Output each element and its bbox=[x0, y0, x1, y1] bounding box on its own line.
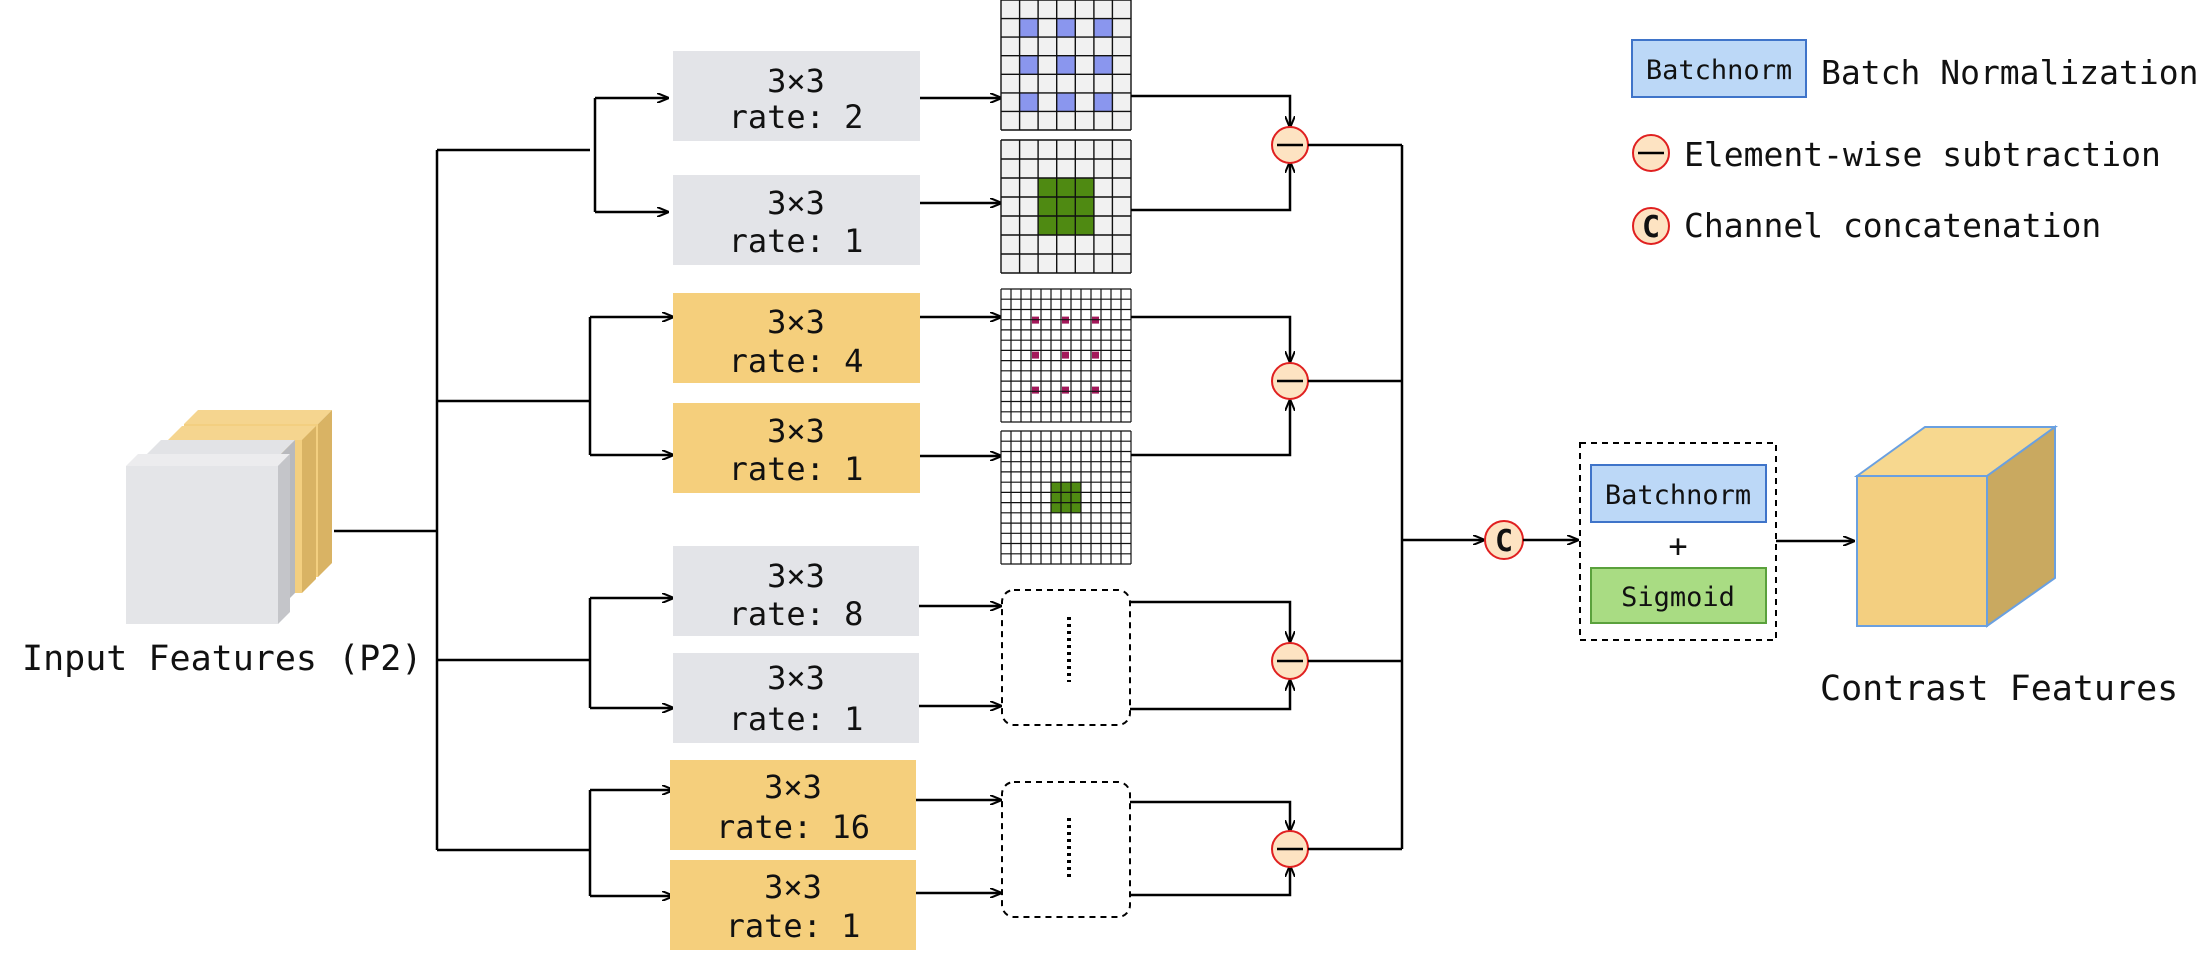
conv-box-rate-1d: 3×3 rate: 1 bbox=[670, 860, 916, 950]
sigmoid-box: Sigmoid bbox=[1590, 567, 1767, 624]
svg-text:Batchnorm: Batchnorm bbox=[1605, 480, 1751, 511]
subtraction-connectors bbox=[1130, 94, 1290, 897]
batchnorm-box: Batchnorm bbox=[1590, 464, 1767, 523]
plus-sign: + bbox=[1668, 527, 1687, 565]
svg-text:rate: 8: rate: 8 bbox=[729, 595, 864, 633]
svg-text:Batchnorm: Batchnorm bbox=[1646, 55, 1792, 86]
input-features-label: Input Features (P2) bbox=[22, 639, 422, 679]
merge-connectors bbox=[1308, 143, 1484, 851]
svg-text:3×3: 3×3 bbox=[764, 768, 822, 806]
svg-text:rate: 16: rate: 16 bbox=[716, 808, 870, 846]
conv-box-rate-2: 3×3 rate: 2 bbox=[673, 51, 920, 141]
svg-text:3×3: 3×3 bbox=[767, 659, 825, 697]
dilation-grid-rate-1b bbox=[1000, 430, 1132, 565]
conv-output-arrows bbox=[916, 98, 1001, 893]
svg-text:3×3: 3×3 bbox=[767, 62, 825, 100]
conv-box-rate-1a: 3×3 rate: 1 bbox=[673, 175, 920, 265]
svg-text:3×3: 3×3 bbox=[767, 184, 825, 222]
svg-text:rate: 4: rate: 4 bbox=[729, 342, 864, 380]
svg-text:C: C bbox=[1495, 524, 1513, 559]
legend-concatenation: C Channel concatenation bbox=[1632, 206, 2101, 245]
svg-text:rate: 2: rate: 2 bbox=[729, 98, 864, 136]
legend: Batchnorm Batch Normalization Element-wi… bbox=[1631, 39, 2199, 245]
subtraction-operator-3 bbox=[1271, 642, 1309, 680]
dilation-grid-rate-4 bbox=[1000, 288, 1132, 423]
concat-operator: C bbox=[1484, 520, 1524, 560]
subtraction-operator-4 bbox=[1271, 830, 1309, 868]
svg-text:3×3: 3×3 bbox=[767, 412, 825, 450]
split-arrows bbox=[590, 98, 673, 896]
bn-sigmoid-block: Batchnorm + Sigmoid bbox=[1579, 442, 1777, 641]
svg-text:Sigmoid: Sigmoid bbox=[1621, 582, 1735, 613]
legend-batchnorm: Batchnorm Batch Normalization bbox=[1631, 39, 2199, 98]
svg-text:3×3: 3×3 bbox=[767, 557, 825, 595]
dilation-grid-rate-2 bbox=[1000, 0, 1132, 131]
conv-box-rate-1b: 3×3 rate: 1 bbox=[673, 403, 920, 493]
conv-box-rate-1c: 3×3 rate: 1 bbox=[673, 653, 919, 743]
svg-text:3×3: 3×3 bbox=[767, 303, 825, 341]
svg-text:rate: 1: rate: 1 bbox=[729, 222, 864, 260]
svg-text:rate: 1: rate: 1 bbox=[726, 907, 861, 945]
svg-text:rate: 1: rate: 1 bbox=[729, 450, 864, 488]
svg-text:3×3: 3×3 bbox=[764, 868, 822, 906]
svg-text:Batch Normalization: Batch Normalization bbox=[1821, 53, 2199, 92]
input-connectors bbox=[334, 98, 597, 896]
placeholder-box-rate-8 bbox=[1001, 589, 1131, 726]
svg-text:Element-wise subtraction: Element-wise subtraction bbox=[1684, 135, 2161, 174]
output-feature-cube bbox=[1853, 425, 2059, 628]
conv-box-rate-4: 3×3 rate: 4 bbox=[673, 293, 920, 383]
contrast-features-label: Contrast Features bbox=[1820, 669, 2178, 709]
svg-text:rate: 1: rate: 1 bbox=[729, 700, 864, 738]
dilation-grid-rate-1a bbox=[1000, 139, 1132, 274]
legend-subtraction: Element-wise subtraction bbox=[1632, 134, 2161, 174]
placeholder-box-rate-16 bbox=[1001, 781, 1131, 918]
input-feature-stack bbox=[126, 410, 332, 624]
svg-text:Channel concatenation: Channel concatenation bbox=[1684, 206, 2101, 245]
subtraction-operator-2 bbox=[1271, 362, 1309, 400]
conv-box-rate-8: 3×3 rate: 8 bbox=[673, 546, 919, 636]
svg-text:C: C bbox=[1642, 210, 1660, 245]
subtraction-operator-1 bbox=[1271, 126, 1309, 164]
conv-box-rate-16: 3×3 rate: 16 bbox=[670, 760, 916, 850]
